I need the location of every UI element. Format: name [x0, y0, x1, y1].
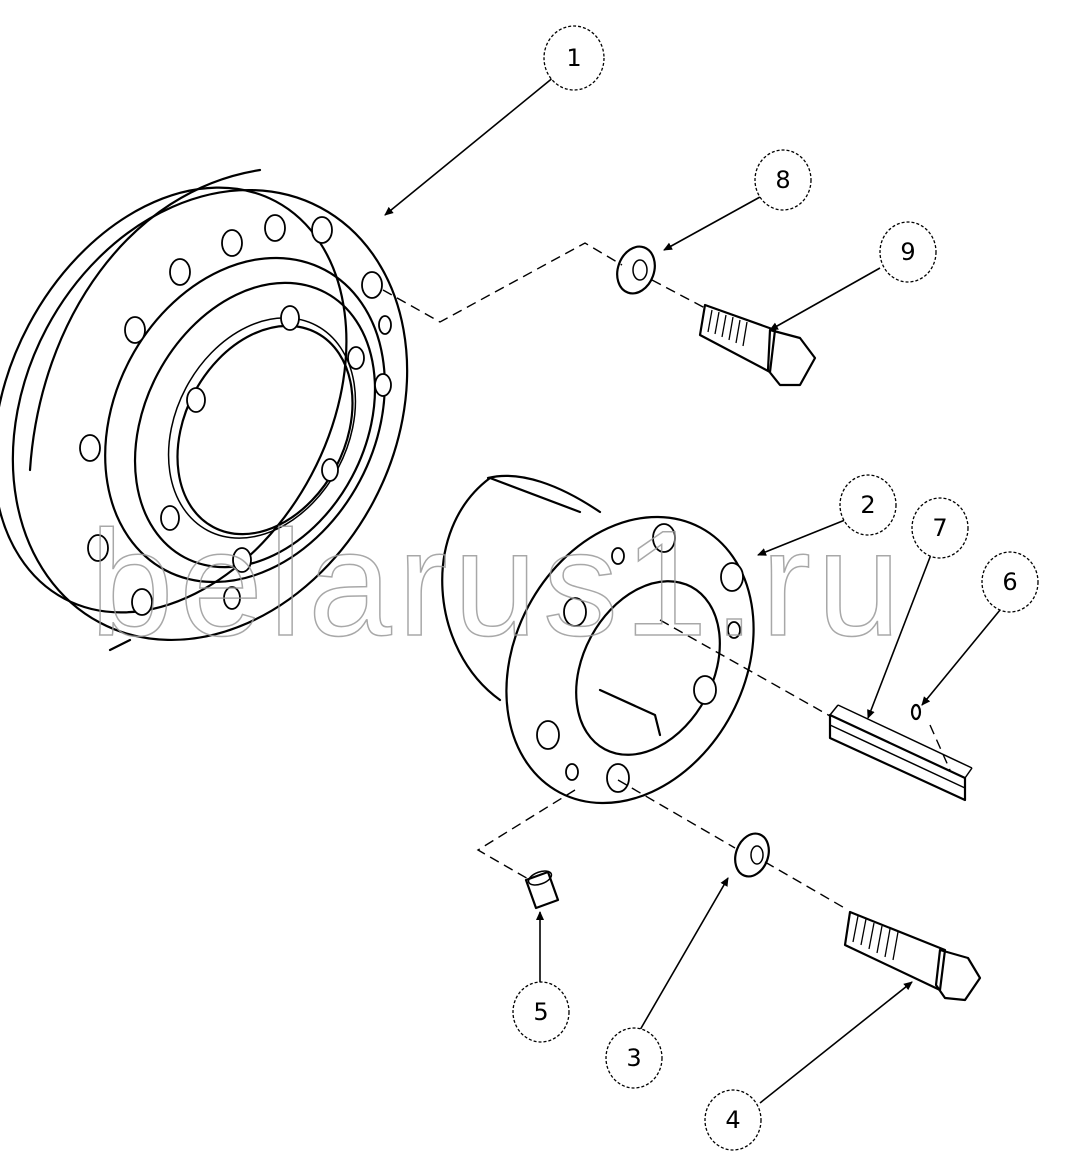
watermark-text: belarus1.ru: [90, 499, 906, 667]
callout-6: 6: [981, 551, 1039, 613]
hub-part-2: [441, 474, 755, 805]
callout-1: 1: [543, 25, 605, 91]
bolt-part-9: [698, 303, 817, 387]
pin-part-6: [910, 703, 922, 721]
callout-2: 2: [839, 474, 897, 536]
callout-7-label: 7: [932, 514, 947, 542]
bolt-part-4: [843, 910, 982, 1002]
callout-2-label: 2: [860, 491, 875, 519]
callout-9: 9: [879, 221, 937, 283]
callout-6-label: 6: [1002, 568, 1017, 596]
flange-part-1: [0, 168, 409, 652]
callout-1-label: 1: [566, 44, 581, 72]
thread-marks-4: [852, 915, 899, 961]
callout-4: 4: [704, 1089, 762, 1151]
callout-5: 5: [512, 981, 570, 1043]
callout-4-label: 4: [725, 1106, 740, 1134]
assembly-lines: [382, 242, 951, 911]
thread-marks-9: [707, 309, 748, 347]
callout-3: 3: [605, 1027, 663, 1089]
bushing-part-5: [524, 870, 560, 910]
callout-7: 7: [911, 497, 969, 559]
key-part-7: [828, 704, 973, 802]
washer-part-8: [616, 245, 656, 295]
callout-8-label: 8: [775, 166, 790, 194]
callout-3-label: 3: [626, 1044, 641, 1072]
washer-part-3: [734, 832, 770, 878]
leader-arrows: [384, 71, 1001, 1104]
callout-5-label: 5: [533, 998, 548, 1026]
callout-9-label: 9: [900, 238, 915, 266]
callout-8: 8: [754, 149, 812, 211]
